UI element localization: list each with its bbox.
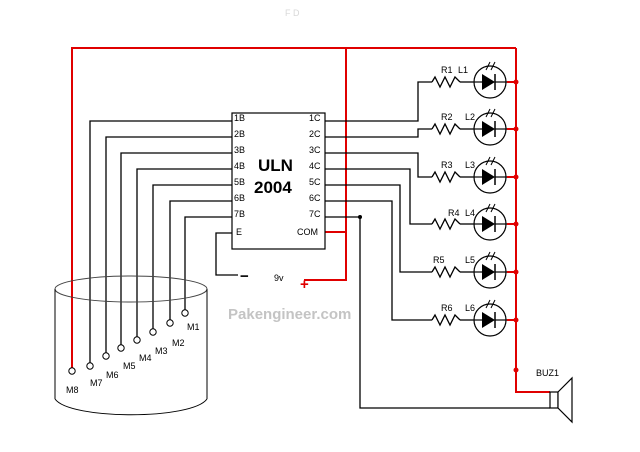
- resistor-label: R6: [441, 303, 453, 313]
- pin-label: 3B: [234, 145, 245, 155]
- pin-label: 3C: [309, 145, 321, 155]
- led-triangle: [482, 121, 495, 137]
- probe-label: M1: [187, 322, 200, 332]
- light-rays-icon: [485, 108, 496, 118]
- output-wires: [325, 81, 550, 409]
- pin-label: 6B: [234, 193, 245, 203]
- probe-label: M8: [66, 385, 79, 395]
- resistor-labels: R1 R2 R3 R4 R5 R6: [433, 65, 460, 313]
- ic-title-line2: 2004: [254, 178, 292, 197]
- pin-label: 5B: [234, 177, 245, 187]
- resistor-label: R5: [433, 255, 445, 265]
- buzzer: [549, 376, 573, 424]
- ic-right-pins: 1C 2C 3C 4C 5C 6C 7C COM: [297, 113, 321, 237]
- led-label: L5: [465, 255, 475, 265]
- led-label: L2: [465, 112, 475, 122]
- rail-junctions: [513, 79, 519, 373]
- resistors: [431, 75, 461, 327]
- pin-label: 5C: [309, 177, 321, 187]
- pin-label: 1C: [309, 113, 321, 123]
- probe-wires: [89, 120, 238, 363]
- led-l1: [473, 61, 507, 99]
- probe-label: M6: [106, 370, 119, 380]
- pin-label: 2B: [234, 129, 245, 139]
- pin-label: 4C: [309, 161, 321, 171]
- led-triangle: [482, 312, 495, 328]
- pin-label: 7C: [309, 209, 321, 219]
- light-rays-icon: [485, 251, 496, 261]
- led-label: L4: [465, 208, 475, 218]
- supply-voltage: 9v: [274, 273, 284, 283]
- pin-label: 2C: [309, 129, 321, 139]
- buzzer-label: BUZ1: [536, 368, 559, 378]
- probe-label: M7: [90, 378, 103, 388]
- led-label: L3: [465, 160, 475, 170]
- probe-label: M4: [139, 353, 152, 363]
- led-l2: [473, 108, 507, 146]
- watermark-text: Pakengineer.com: [228, 306, 351, 323]
- light-rays-icon: [485, 299, 496, 309]
- pin-label: 1B: [234, 113, 245, 123]
- probe-label: M5: [123, 361, 136, 371]
- led-l5: [473, 251, 507, 289]
- led-triangle: [482, 216, 495, 232]
- supply-minus: −: [240, 268, 249, 285]
- probe-label: M2: [172, 338, 185, 348]
- pin-label: 6C: [309, 193, 321, 203]
- led-label: L6: [465, 303, 475, 313]
- led-label: L1: [458, 65, 468, 75]
- resistor-label: R3: [441, 160, 453, 170]
- ic-left-pins: 1B 2B 3B 4B 5B 6B 7B E: [234, 113, 245, 237]
- led-triangle: [482, 264, 495, 280]
- pin-label: 4B: [234, 161, 245, 171]
- led-labels: L1 L2 L3 L4 L5 L6: [458, 65, 475, 313]
- led-l3: [473, 156, 507, 194]
- speaker-icon: [549, 391, 559, 409]
- speaker-cone: [557, 376, 573, 424]
- supply-plus: +: [300, 276, 309, 293]
- resistor-label: R1: [441, 65, 453, 75]
- led-l6: [473, 299, 507, 337]
- probe-tips: [68, 309, 189, 375]
- junction-dot: [358, 215, 362, 219]
- ic-title-line1: ULN: [258, 156, 293, 175]
- resistor-label: R2: [441, 112, 453, 122]
- supply-wires: [71, 47, 550, 393]
- header-faint-text: F D: [285, 8, 300, 18]
- probe-label: M3: [155, 346, 168, 356]
- resistor-label: R4: [448, 208, 460, 218]
- probe-labels: M1 M2 M3 M4 M5 M6 M7 M8: [66, 322, 200, 395]
- led-l4: [473, 203, 507, 241]
- pin-label: E: [236, 227, 242, 237]
- uln2004-chip: [231, 112, 326, 250]
- pin-label: COM: [297, 227, 318, 237]
- led-triangle: [482, 74, 495, 90]
- water-tank: [54, 275, 208, 416]
- light-rays-icon: [485, 203, 496, 213]
- light-rays-icon: [485, 156, 496, 166]
- light-rays-icon: [485, 61, 496, 71]
- pin-label: 7B: [234, 209, 245, 219]
- led-triangle: [482, 169, 495, 185]
